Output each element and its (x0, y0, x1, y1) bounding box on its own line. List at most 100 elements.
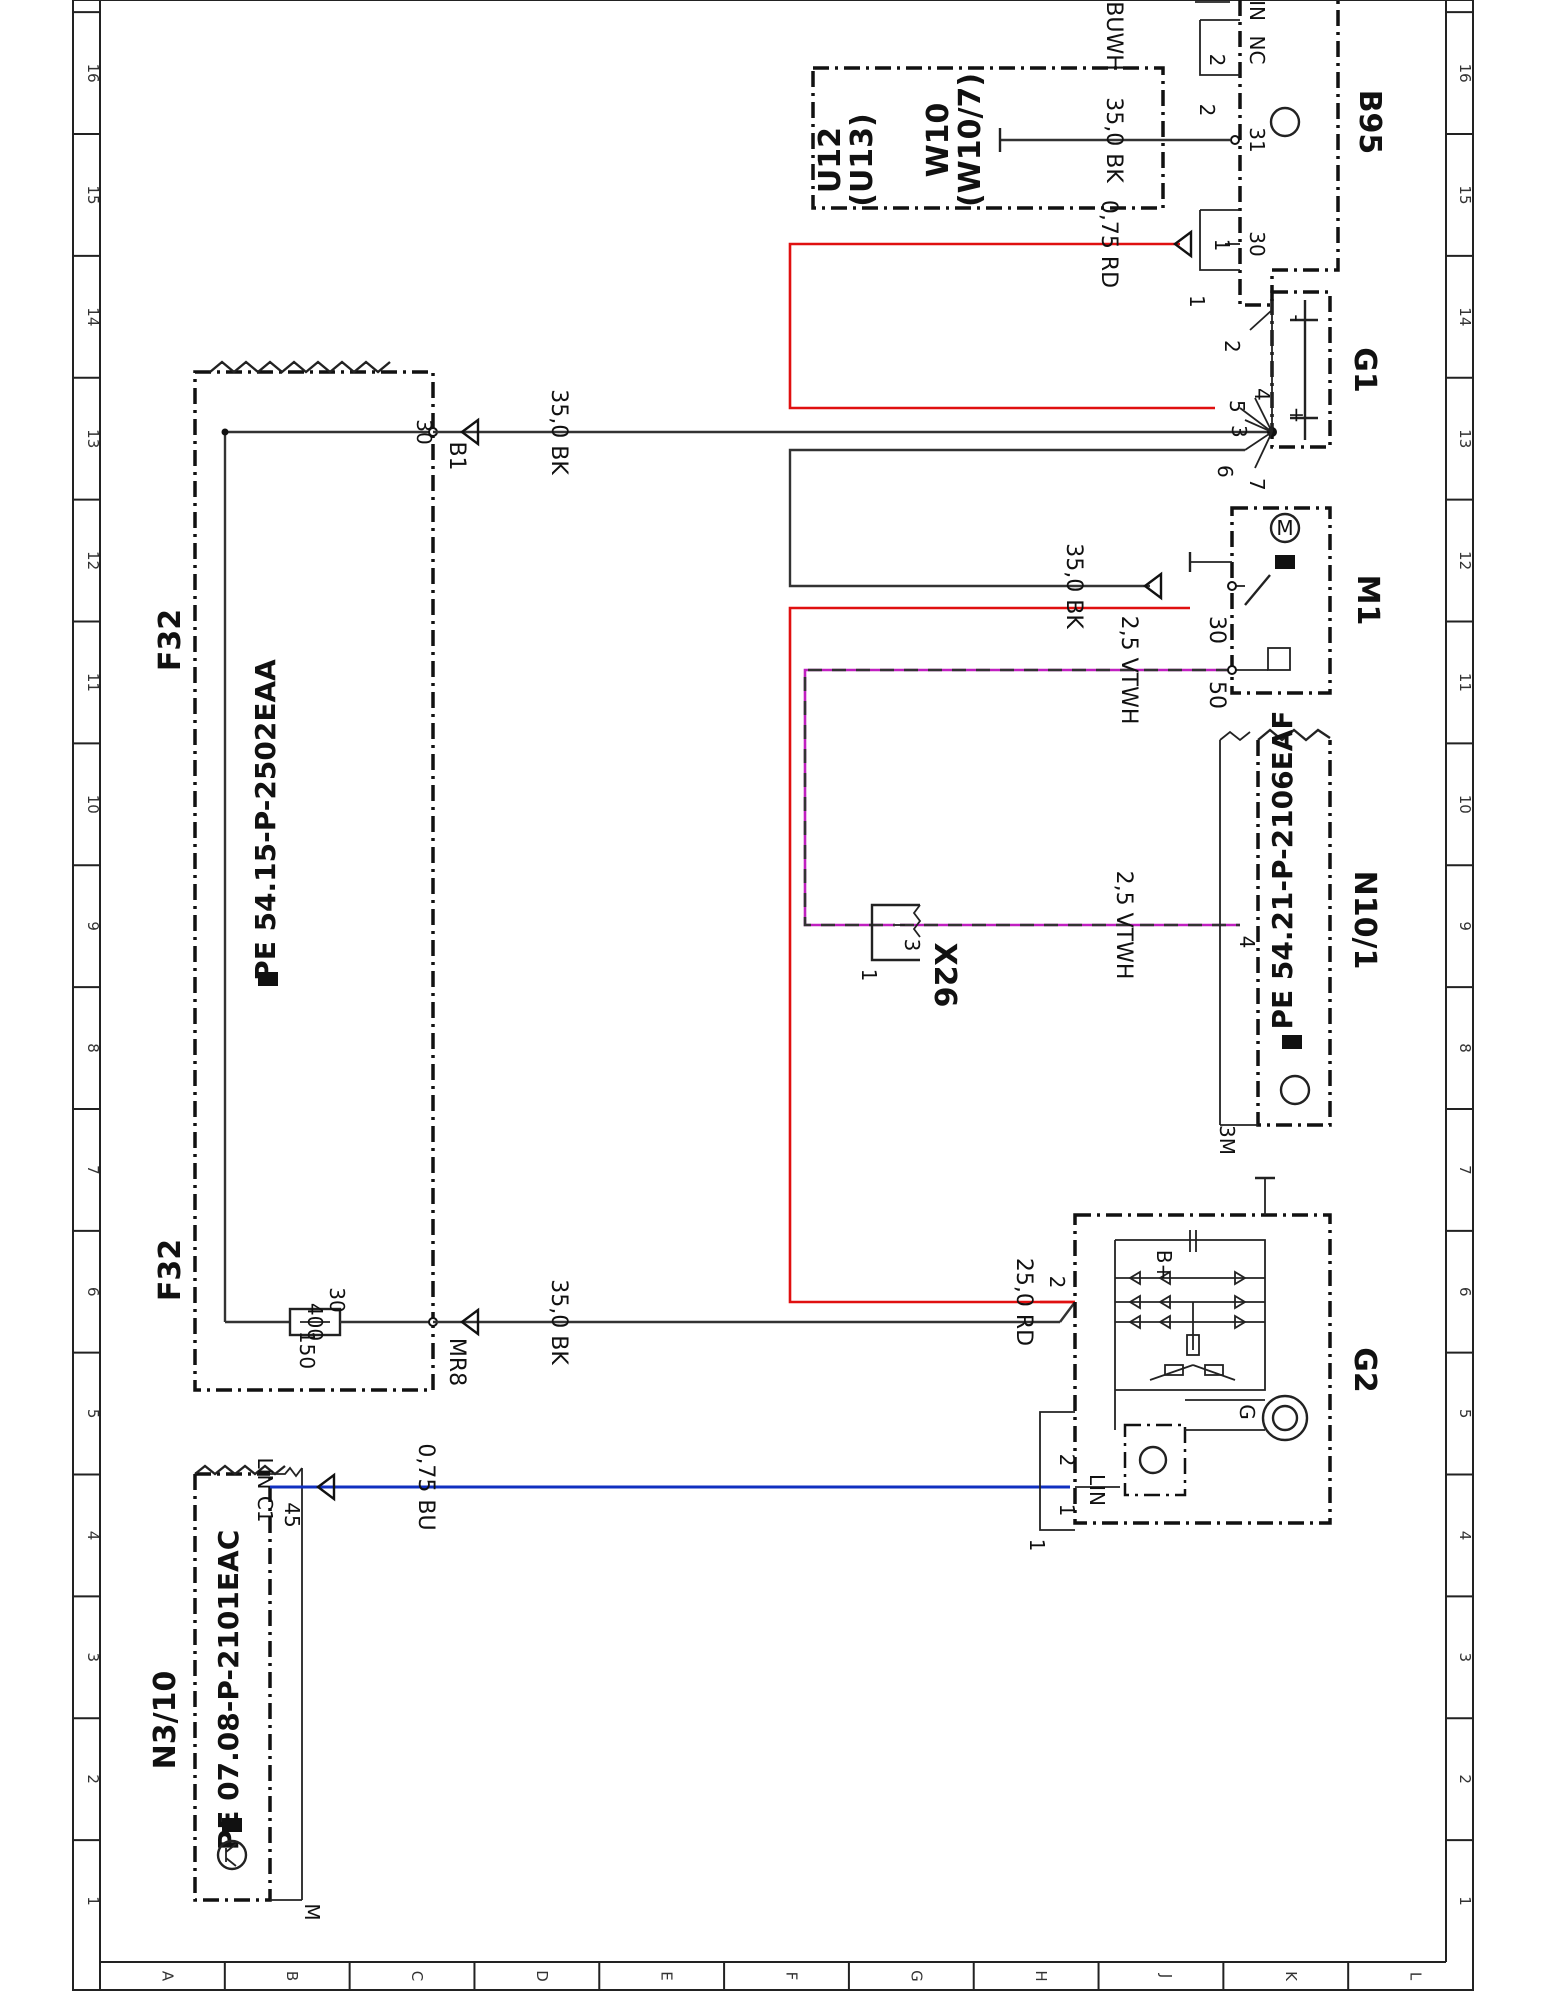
stator-winding-icon (1149, 1302, 1236, 1381)
x26-label: X26 (927, 943, 962, 1008)
grid-number: 12 (1456, 551, 1474, 570)
regulator-transistor-icon (1138, 1445, 1168, 1475)
fuse-pin-30: 30 (325, 1287, 349, 1312)
pe-reference-hand-icon (1282, 1035, 1302, 1049)
grid-number: 8 (84, 1043, 102, 1053)
component-x26: 3 1 X26 (857, 903, 962, 1008)
g1-pin-4: 4 (1250, 388, 1274, 401)
n10-1-ref: PE 54.21-P-2106EAF (1266, 710, 1299, 1029)
relay-coil-icon (1267, 647, 1291, 671)
component-g2: G2 (1025, 1176, 1382, 1551)
component-m1: M1 M 30 50 (1188, 506, 1385, 709)
n10-1-label: N10/1 (1347, 871, 1382, 970)
wire-lin-bu: 0,75 BU (413, 1443, 438, 1530)
b95-label: B95 (1352, 90, 1387, 155)
b95-transistor-icon (1269, 106, 1301, 138)
fuse-pin-150: 150 (295, 1331, 319, 1369)
wire-m1-30-bk: 35,0 BK (1061, 543, 1086, 629)
grid-letter: J (1157, 1973, 1175, 1978)
grid-number: 3 (84, 1653, 102, 1663)
g1-label: G1 (1347, 347, 1382, 393)
b95-pin-2: 2 (1195, 104, 1219, 117)
g1-pin-6: 6 (1213, 465, 1237, 478)
u12-label-alt: (U13) (845, 113, 880, 207)
g2-pin-b-plus: B+ (1152, 1250, 1176, 1280)
n10-1-pin-4: 4 (1235, 936, 1259, 949)
g1-pin-1: 1 (1185, 295, 1209, 308)
grid-number: 15 (84, 185, 102, 204)
grid-number: 8 (1456, 1043, 1474, 1053)
grid-number: 2 (84, 1774, 102, 1784)
component-n10-1: PE 54.21-P-2106EAF N10/1 4 3M (1215, 710, 1382, 1155)
rotor-icon (1261, 1394, 1309, 1442)
drawing-frame (72, 0, 1474, 1991)
grid-letter: F (783, 1972, 801, 1981)
g2-label: G2 (1347, 1347, 1382, 1393)
f32-label-top: F32 (153, 609, 188, 671)
grid-number: 13 (84, 429, 102, 448)
grid-number: 1 (84, 1896, 102, 1906)
motor-label: M (1276, 516, 1293, 540)
grid-number: 11 (1456, 673, 1474, 692)
grid-letter: B (283, 1971, 301, 1981)
grid-number: 3 (1456, 1653, 1474, 1663)
n3-10-pin-label: LIN C1 (253, 1457, 277, 1522)
grid-number: 10 (84, 795, 102, 814)
b95-pin-1: 1 (1210, 239, 1234, 252)
w10-label-alt: (W10/7) (953, 73, 988, 207)
f32-ref: PE 54.15-P-2502EAA (249, 659, 282, 981)
g2-pin-lin: LIN (1085, 1474, 1109, 1506)
x26-pin-3: 3 (900, 939, 924, 952)
g1-minus: - (1285, 314, 1309, 321)
w10-label: W10 (921, 103, 956, 178)
f32-label-bottom: F32 (153, 1239, 188, 1301)
grid-number: 2 (1456, 1774, 1474, 1784)
wire-m1-50-vtwh: 2,5 VTWH (1116, 616, 1141, 725)
wire-top-buwh: 0,75 BUWH (1101, 0, 1126, 71)
n3-10-label: N3/10 (148, 1671, 183, 1770)
grid-letter: D (533, 1970, 551, 1982)
grid-number: 9 (1456, 921, 1474, 931)
grid-number: 5 (1456, 1409, 1474, 1419)
grid-number: 7 (1456, 1165, 1474, 1175)
wires: 0,75 BU 35,0 BK 25,0 RD 2 35,0 BK 0,75 R… (270, 0, 1272, 1531)
pe-reference-hand-icon (222, 1818, 242, 1832)
grid-number: 4 (84, 1531, 102, 1541)
x26-pin-1: 1 (857, 969, 881, 982)
grid-lines (73, 11, 1473, 1990)
grid-letter: L (1407, 1972, 1425, 1981)
grid-letter: G (907, 1970, 925, 1982)
grid-number: 5 (84, 1409, 102, 1419)
b95-pin-31: 31 (1245, 127, 1269, 152)
component-f32: F32 F32 PE 54.15-P-2502EAA 400 150 30 30… (153, 360, 469, 1392)
mr8-label: MR8 (444, 1338, 469, 1386)
grid-number: 1 (1456, 1896, 1474, 1906)
wire-x26-vtwh: 2,5 VTWH (1111, 871, 1136, 980)
m1-label: M1 (1350, 575, 1385, 626)
component-u12: U12 (U13) W10 (W10/7) (811, 66, 1165, 210)
n3-10-ground: M (300, 1903, 324, 1920)
grid-letter: K (1282, 1971, 1300, 1982)
u12-label: U12 (813, 127, 848, 193)
component-n3-10: N3/10 PE 07.08-P-2101EAC LIN C1 45 M (148, 1457, 324, 1920)
solenoid-icon (1275, 555, 1295, 569)
b95-pin-nc: NC (1245, 36, 1269, 65)
wire-g2-rd: 25,0 RD (1011, 1258, 1036, 1346)
wire-b95-rd: 0,75 RD (1096, 200, 1121, 288)
b95-pin-30: 30 (1245, 231, 1269, 256)
grid-number: 4 (1456, 1531, 1474, 1541)
g2-pin-1: 1 (1055, 1504, 1079, 1517)
wire-w10-bk: 35,0 BK (1101, 97, 1126, 183)
grid-number: 14 (84, 307, 102, 326)
n3-10-ref: PE 07.08-P-2101EAC (212, 1530, 245, 1851)
motor-icon (1269, 512, 1301, 544)
component-g1: G1 - + 5 4 3 6 7 2 1 (1185, 290, 1382, 491)
grid-number: 13 (1456, 429, 1474, 448)
grid-number: 16 (1456, 64, 1474, 83)
wire-b1-bk: 35,0 BK (546, 389, 571, 475)
g2-pin-2-out: 2 (1045, 1276, 1069, 1289)
g1-pin-7: 7 (1245, 478, 1269, 491)
rectifier-diodes (1115, 1270, 1265, 1330)
wire-mr8-bk: 35,0 BK (546, 1279, 571, 1365)
